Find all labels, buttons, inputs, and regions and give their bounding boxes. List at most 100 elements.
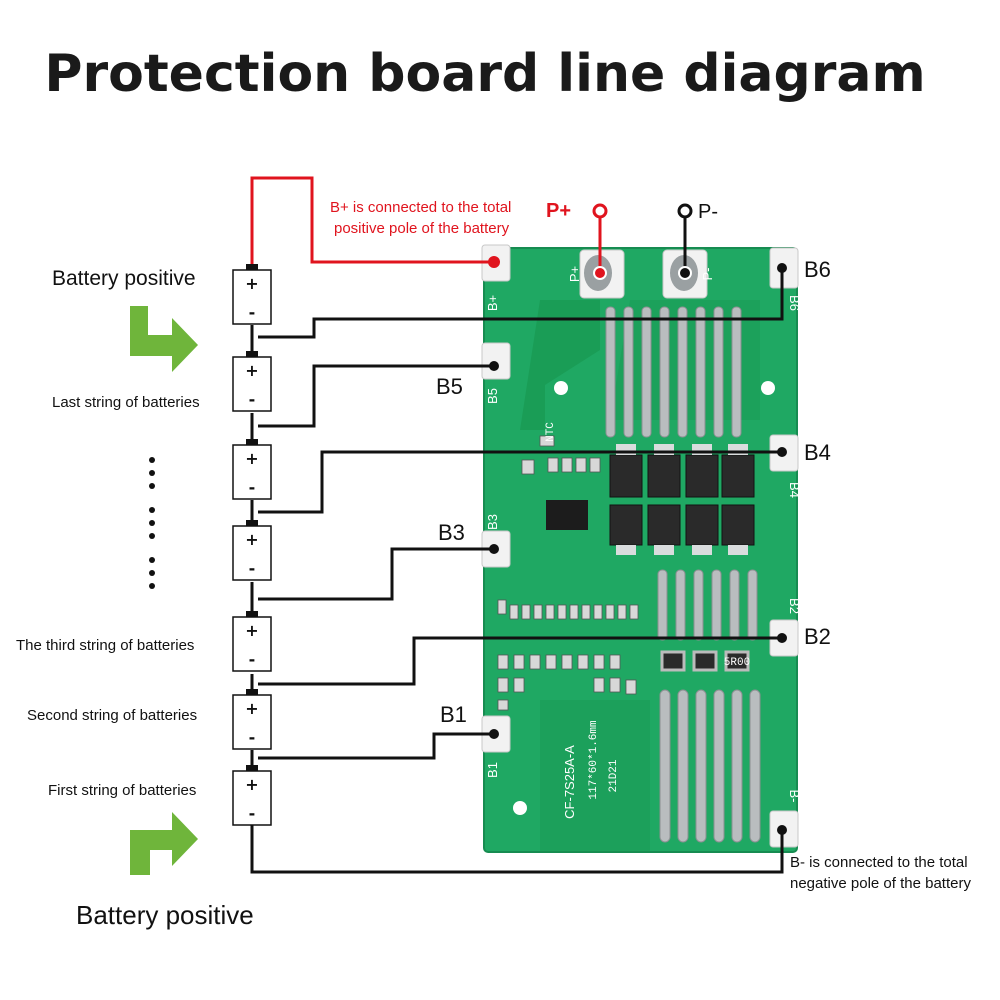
note-bminus-line2: negative pole of the battery xyxy=(790,875,971,892)
label-b4: B4 xyxy=(804,440,831,465)
cell-minus-sign: - xyxy=(249,650,256,669)
label-second-string: Second string of batteries xyxy=(27,707,197,724)
cell-plus-sign: + xyxy=(245,621,258,640)
cell-plus-sign: + xyxy=(245,699,258,718)
note-bplus-line1: B+ is connected to the total xyxy=(330,199,511,216)
page-title: Protection board line diagram xyxy=(44,44,925,104)
label-battery-positive-bottom: Battery positive xyxy=(76,900,254,930)
cell-minus-sign: - xyxy=(249,804,256,823)
note-bminus-line1: B- is connected to the total xyxy=(790,854,968,871)
smd-components xyxy=(497,435,639,711)
mount-hole xyxy=(761,381,775,395)
silk-b4: B4 xyxy=(787,482,802,498)
cell-minus-sign: - xyxy=(249,390,256,409)
mosfet-array xyxy=(609,444,755,555)
mount-hole xyxy=(554,381,568,395)
battery-cell: +- xyxy=(232,611,272,672)
battery-terminal-cap xyxy=(246,689,258,695)
silk-b3: B3 xyxy=(485,514,500,530)
label-third-string: The third string of batteries xyxy=(16,637,194,654)
sense-resistors: 5R00 xyxy=(660,650,750,672)
battery-cell-body xyxy=(232,269,272,325)
silk-b1: B1 xyxy=(485,762,500,778)
ellipsis-dots-icon xyxy=(149,457,155,589)
wire-b4 xyxy=(258,450,782,514)
battery-cell: +- xyxy=(232,264,272,325)
battery-cell-body xyxy=(232,616,272,672)
cell-plus-sign: + xyxy=(245,449,258,468)
wire-b5 xyxy=(258,364,494,428)
label-b1: B1 xyxy=(440,702,467,727)
copper-stripes-top xyxy=(605,306,742,438)
protection-board: 5R00 B+ P+ P- B6 B5 B4 B3 B2 B1 B- NTC C… xyxy=(483,247,802,853)
board-size: 117*60*1.6mm xyxy=(588,720,600,800)
cell-minus-sign: - xyxy=(249,478,256,497)
wire-bplus xyxy=(250,176,494,268)
battery-cell-body xyxy=(232,356,272,412)
wire-b6 xyxy=(258,268,784,339)
green-bent-arrow-icon xyxy=(130,812,198,875)
cell-plus-sign: + xyxy=(245,361,258,380)
board-model: CF-7S25A-A xyxy=(562,745,577,819)
ic-chip xyxy=(546,500,588,530)
label-b3: B3 xyxy=(438,520,465,545)
battery-terminal-cap xyxy=(246,439,258,445)
resistor-value: 5R00 xyxy=(724,657,750,669)
wire-b2 xyxy=(258,636,782,686)
green-bent-arrow-icon xyxy=(130,306,198,372)
battery-terminal-cap xyxy=(246,520,258,526)
p-minus-terminal xyxy=(677,203,693,219)
note-bplus-line2: positive pole of the battery xyxy=(334,220,510,237)
mount-hole xyxy=(513,801,527,815)
battery-cell-body xyxy=(232,444,272,500)
cell-plus-sign: + xyxy=(245,530,258,549)
silk-bplus: B+ xyxy=(485,295,500,311)
silk-b6: B6 xyxy=(787,295,802,311)
label-b2: B2 xyxy=(804,624,831,649)
wire-b1 xyxy=(258,732,494,760)
cell-minus-sign: - xyxy=(249,303,256,322)
label-battery-positive-top: Battery positive xyxy=(52,267,196,290)
p-plus-board-dot xyxy=(593,266,607,280)
battery-cells: +-+-+-+-+-+-+- xyxy=(232,264,272,826)
copper-stripes-bottom xyxy=(659,689,761,843)
battery-cell: +- xyxy=(232,520,272,581)
cell-minus-sign: - xyxy=(249,559,256,578)
battery-cell: +- xyxy=(232,689,272,750)
pad-b5 xyxy=(481,342,511,380)
bplus-terminal-dot xyxy=(488,256,500,268)
wire-b3 xyxy=(258,547,494,601)
battery-cell-body xyxy=(232,770,272,826)
battery-terminal-cap xyxy=(246,611,258,617)
label-last-string: Last string of batteries xyxy=(52,394,200,411)
p-plus-terminal xyxy=(592,203,608,219)
battery-cell-body xyxy=(232,694,272,750)
silk-p-plus: P+ xyxy=(567,266,582,282)
wire-bminus xyxy=(250,823,784,874)
cell-minus-sign: - xyxy=(249,728,256,747)
label-b6: B6 xyxy=(804,257,831,282)
cell-plus-sign: + xyxy=(245,775,258,794)
silk-bminus: B- xyxy=(787,790,802,803)
silk-b2: B2 xyxy=(787,598,802,614)
p-minus-board-dot xyxy=(678,266,692,280)
silk-b5: B5 xyxy=(485,388,500,404)
label-first-string: First string of batteries xyxy=(48,782,196,799)
label-b5: B5 xyxy=(436,374,463,399)
label-p-plus: P+ xyxy=(546,200,571,222)
battery-terminal-cap xyxy=(246,264,258,270)
cell-plus-sign: + xyxy=(245,274,258,293)
silk-p-minus: P- xyxy=(700,268,715,281)
battery-cell: +- xyxy=(232,351,272,412)
battery-terminal-cap xyxy=(246,765,258,771)
board-date: 21D21 xyxy=(608,759,620,792)
battery-cell-body xyxy=(232,525,272,581)
battery-cell: +- xyxy=(232,765,272,826)
battery-terminal-cap xyxy=(246,351,258,357)
battery-cell: +- xyxy=(232,439,272,500)
label-p-minus: P- xyxy=(698,201,718,223)
copper-stripes-middle xyxy=(657,569,758,641)
board-pads xyxy=(481,244,799,848)
